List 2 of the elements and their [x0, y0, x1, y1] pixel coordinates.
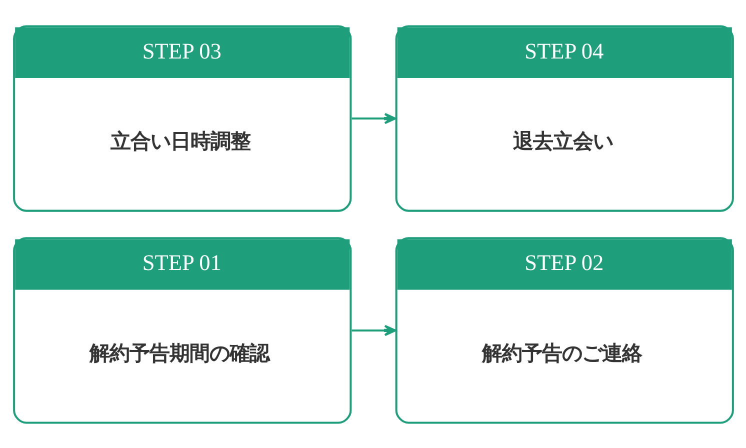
arrow [351, 112, 396, 124]
arrow [351, 324, 396, 336]
